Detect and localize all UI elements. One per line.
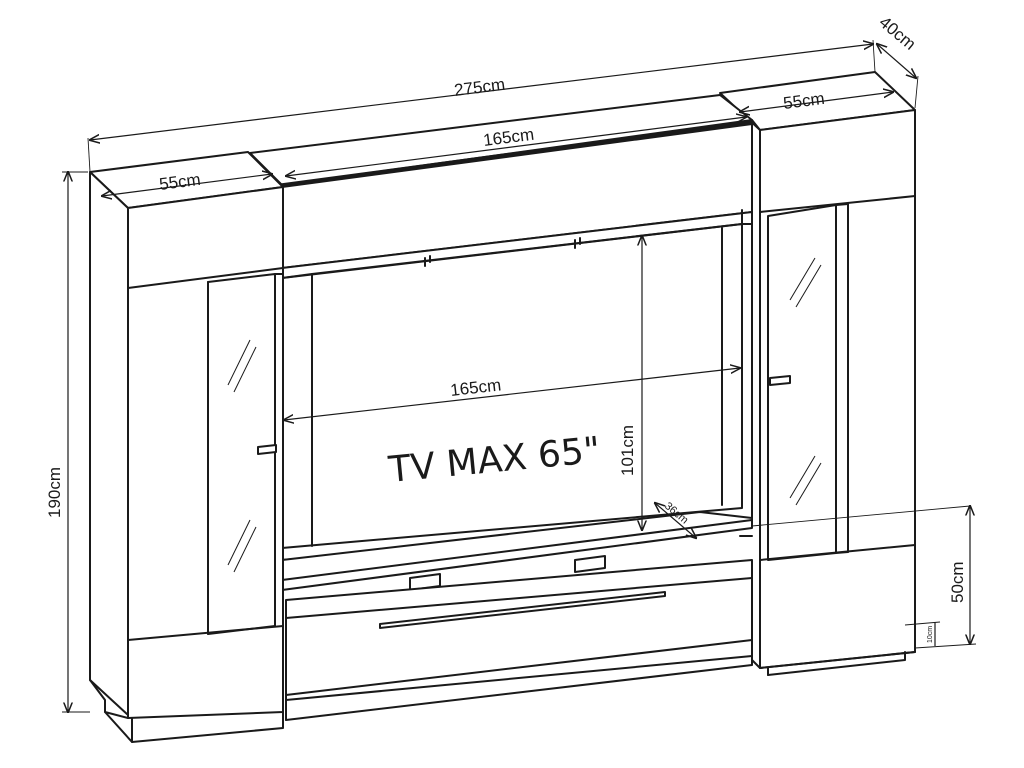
shelf-depth-line	[655, 503, 696, 538]
dimension-lines	[62, 39, 977, 712]
depth-line	[877, 44, 916, 78]
drawer-handle	[379, 591, 666, 629]
total-height-label: 190cm	[45, 467, 64, 518]
left-width-line	[102, 174, 272, 196]
niche-width-line	[284, 368, 740, 420]
right-width-line	[740, 92, 893, 112]
niche-height-label: 101cm	[618, 425, 637, 476]
total-width-label: 275cm	[453, 75, 506, 100]
center-section	[249, 94, 754, 721]
total-width-line	[90, 44, 873, 140]
left-cabinet	[89, 151, 284, 743]
top-bridge-line	[286, 117, 746, 176]
plinth-height-label: 10cm	[927, 626, 934, 643]
base-height-label: 50cm	[948, 561, 967, 603]
right-door-handle	[769, 375, 791, 386]
left-door-handle	[257, 444, 277, 455]
